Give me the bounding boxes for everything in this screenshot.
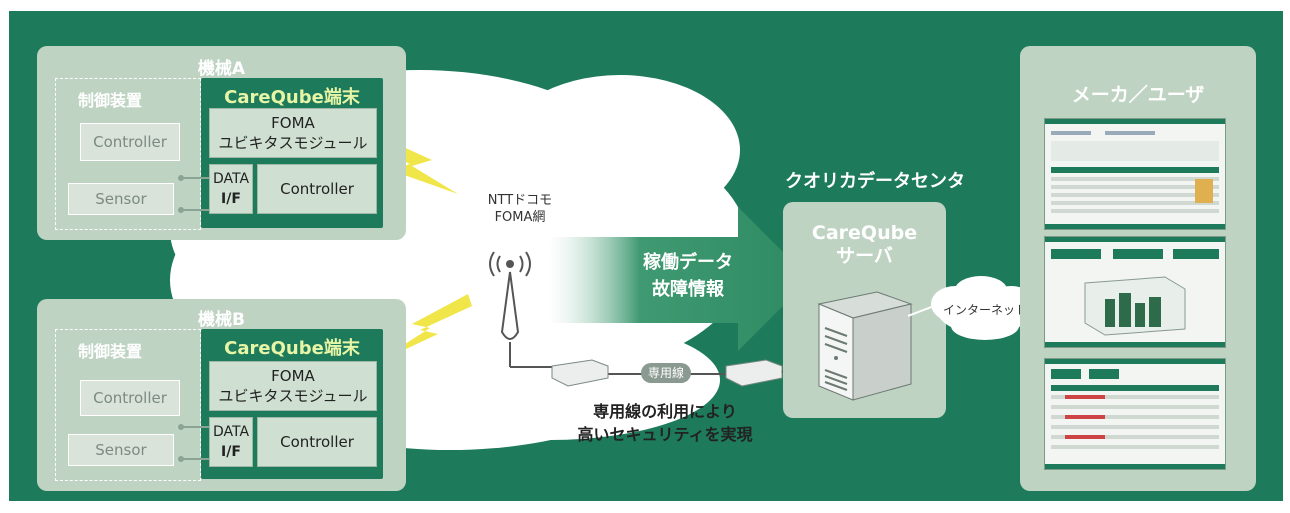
leased-line-badge: 専用線 <box>641 363 691 383</box>
maker-user-title: メーカ／ユーザ <box>1071 84 1205 106</box>
controller-label: Controller <box>93 133 167 151</box>
ntt-line1: NTTドコモ <box>487 193 553 208</box>
server-panel: CareQube サーバ <box>783 202 946 418</box>
server-icon <box>817 291 913 401</box>
foma-module: FOMA ユビキタスモジュール <box>209 361 377 411</box>
machine-b-panel: 機械B 制御装置 Controller Sensor CareQube端末 FO… <box>37 299 406 491</box>
controller-box: Controller <box>80 380 180 416</box>
foma-module: FOMA ユビキタスモジュール <box>209 108 377 158</box>
data-if-line1: DATA <box>212 424 250 440</box>
terminal-controller-label: Controller <box>280 180 354 198</box>
security-line2: 高いセキュリティを実現 <box>577 425 753 444</box>
leased-line <box>551 359 796 387</box>
wireless-signal-icon <box>374 294 472 364</box>
data-flow-arrow <box>548 207 810 351</box>
machine-title: 機械A <box>197 59 246 79</box>
data-if-line2: I/F <box>221 191 241 207</box>
foma-module-line1: FOMA <box>271 367 315 385</box>
connector-line <box>908 305 935 317</box>
data-arrow-line2: 故障情報 <box>652 279 724 300</box>
screenshot-thumbnail <box>1044 236 1226 348</box>
sensor-box: Sensor <box>68 183 174 215</box>
connector-lines <box>178 175 209 213</box>
maker-user-panel: メーカ／ユーザ <box>1020 46 1256 491</box>
ntt-network-label: NTTドコモ FOMA網 <box>480 192 560 226</box>
control-unit: 制御装置 Controller Sensor <box>55 78 201 230</box>
terminal-title: CareQube端末 <box>224 338 360 359</box>
sensor-label: Sensor <box>95 190 147 208</box>
control-unit: 制御装置 Controller Sensor <box>55 329 201 481</box>
data-if-box: DATA I/F <box>209 164 253 214</box>
foma-module-line1: FOMA <box>271 114 315 132</box>
internet-label: インターネット <box>942 303 1027 317</box>
controller-box: Controller <box>80 123 180 161</box>
antenna-icon <box>489 251 558 368</box>
security-caption: 専用線の利用により 高いセキュリティを実現 <box>560 400 770 446</box>
sensor-label: Sensor <box>95 441 147 459</box>
control-unit-label: 制御装置 <box>78 342 143 361</box>
data-if-box: DATA I/F <box>209 417 253 467</box>
data-arrow-text: 稼働データ 故障情報 <box>628 249 748 303</box>
server-line2: サーバ <box>836 245 893 267</box>
foma-module-line2: ユビキタスモジュール <box>218 134 368 152</box>
connector-lines <box>178 424 209 462</box>
careqube-terminal: CareQube端末 FOMA ユビキタスモジュール DATA I/F Cont… <box>201 329 383 479</box>
sensor-box: Sensor <box>68 434 174 466</box>
terminal-title: CareQube端末 <box>224 87 360 108</box>
datacenter-title: クオリカデータセンタ <box>785 171 965 192</box>
foma-module-line2: ユビキタスモジュール <box>218 387 368 405</box>
screenshot-thumbnail <box>1044 358 1226 470</box>
server-title: CareQube サーバ <box>783 222 946 268</box>
screenshot-thumbnail <box>1044 118 1226 230</box>
control-unit-label: 制御装置 <box>78 91 143 110</box>
ntt-line2: FOMA網 <box>494 210 546 225</box>
careqube-terminal: CareQube端末 FOMA ユビキタスモジュール DATA I/F Cont… <box>201 78 383 228</box>
machine-a-panel: 機械A 制御装置 Controller Sensor CareQube端末 FO… <box>37 46 406 240</box>
data-if-line1: DATA <box>212 171 250 187</box>
data-if-line2: I/F <box>221 444 241 460</box>
controller-label: Controller <box>93 389 167 407</box>
data-arrow-line1: 稼働データ <box>643 252 733 273</box>
security-line1: 専用線の利用により <box>593 402 737 421</box>
terminal-controller-box: Controller <box>257 417 377 467</box>
terminal-controller-label: Controller <box>280 433 354 451</box>
machine-title: 機械B <box>198 310 245 330</box>
server-line1: CareQube <box>811 222 918 244</box>
terminal-controller-box: Controller <box>257 164 377 214</box>
